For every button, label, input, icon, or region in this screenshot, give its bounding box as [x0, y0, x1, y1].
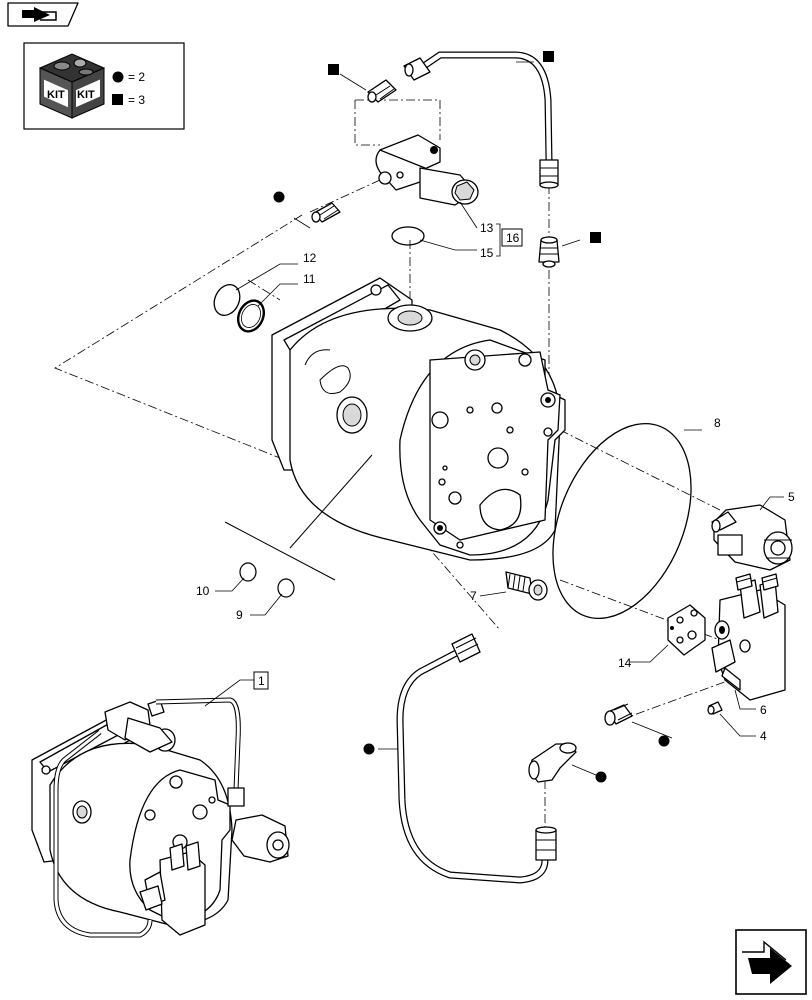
callout-5: 5: [788, 490, 795, 504]
square-symbol-icon: [112, 94, 123, 105]
o-ring-part-8: [552, 422, 692, 620]
assembled-pump-overview: [31, 697, 290, 938]
callout-1-box: [253, 671, 269, 690]
pipe-lower: [396, 633, 557, 884]
callout-11: 11: [303, 272, 316, 286]
kit-markers: [273, 51, 670, 783]
valve-block-part-13: [375, 134, 479, 206]
o-ring-part-12: [213, 283, 241, 317]
square-marker-icon: [543, 51, 554, 62]
section-break-line: [224, 521, 336, 581]
circle-marker-icon: [273, 191, 285, 203]
o-ring-part-10: [239, 562, 257, 582]
circle-marker-icon: [658, 735, 670, 747]
o-ring-part-9: [277, 578, 295, 598]
control-valve-part-6: [711, 573, 786, 701]
callout-9: 9: [236, 608, 243, 622]
kit-legend: KIT KIT = 2 = 3: [23, 42, 185, 130]
callout-16-box: [501, 228, 523, 247]
circle-quantity: = 2: [128, 70, 145, 84]
assembly-centerlines: [54, 99, 731, 830]
callout-12: 12: [303, 251, 317, 265]
circle-marker-icon: [363, 743, 375, 755]
kit-label-left: KIT: [47, 89, 65, 101]
kit-box-icon: [38, 53, 106, 119]
square-marker-icon: [590, 232, 601, 243]
circle-symbol-icon: [112, 71, 124, 83]
callout-7: 7: [470, 589, 477, 603]
solenoid-valve-part-5: [711, 504, 793, 571]
circle-marker-icon: [595, 771, 607, 783]
square-marker-icon: [328, 64, 339, 75]
pipe-upper: [403, 51, 559, 189]
nav-flag-icon[interactable]: [7, 2, 79, 27]
gasket-part-14: [667, 604, 706, 656]
seal-part-11: [236, 299, 266, 333]
callout-14: 14: [618, 656, 632, 670]
fitting-circle-upper: [311, 202, 341, 223]
callout-8: 8: [714, 416, 721, 430]
fitting-square-right: [538, 236, 560, 268]
fitting-square-top: [367, 79, 397, 103]
plug-part-4: [707, 701, 723, 715]
callout-1: 1: [258, 674, 265, 688]
callout-15: 15: [480, 246, 494, 260]
fitting-circle-right: [604, 703, 633, 726]
callout-6: 6: [760, 703, 767, 717]
callout-leaders: [204, 61, 784, 776]
kit-label-right: KIT: [77, 89, 95, 101]
callout-10: 10: [196, 584, 210, 598]
elbow-fitting: [528, 742, 577, 783]
section-leader-line: [289, 454, 373, 549]
next-page-arrow-icon[interactable]: [735, 929, 807, 995]
square-quantity: = 3: [128, 93, 145, 107]
callout-13: 13: [480, 221, 494, 235]
callout-4: 4: [760, 729, 767, 743]
hydraulic-pump-body: [271, 277, 566, 561]
bracket-16: [496, 223, 501, 257]
callout-16: 16: [506, 231, 520, 245]
screw-part-7: [505, 571, 548, 601]
o-ring-part-15: [391, 226, 425, 246]
